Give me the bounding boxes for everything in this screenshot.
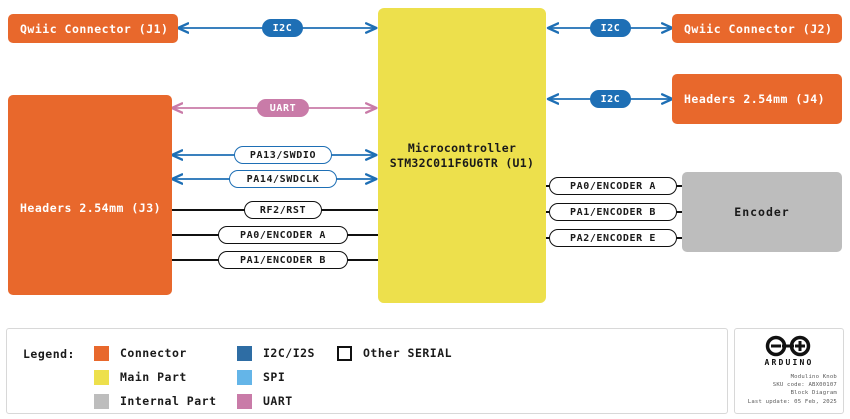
legend-label: Connector bbox=[120, 346, 187, 360]
block-label: Headers 2.54mm (J4) bbox=[684, 92, 826, 106]
block-label: Headers 2.54mm (J3) bbox=[20, 201, 162, 215]
legend-item[interactable]: Connector bbox=[94, 341, 217, 365]
meta-product: Modulino Knob bbox=[790, 374, 837, 380]
block-label-line1: Microcontroller bbox=[407, 140, 517, 155]
legend-label: SPI bbox=[263, 370, 286, 384]
block-encoder[interactable]: Encoder bbox=[682, 172, 842, 252]
block-label: Encoder bbox=[734, 205, 790, 219]
legend-swatch-main-part bbox=[94, 369, 109, 385]
legend-title: Legend: bbox=[23, 347, 75, 361]
arduino-logo: ARDUINO bbox=[735, 335, 843, 367]
signal-pill-pa1-encoder-b-right[interactable]: PA1/ENCODER B bbox=[549, 203, 677, 221]
legend-swatch-internal-part bbox=[94, 393, 109, 409]
brand-panel: ARDUINO Modulino Knob SKU code: ABX00107… bbox=[734, 328, 844, 414]
signal-label: PA13/SWDIO bbox=[249, 149, 317, 161]
signal-pill-i2c-u1-j4[interactable]: I2C bbox=[590, 90, 631, 108]
legend-item[interactable]: Main Part bbox=[94, 365, 217, 389]
block-qwiic-connector-j2[interactable]: Qwiic Connector (J2) bbox=[672, 14, 842, 43]
signal-pill-pa0-encoder-a-left[interactable]: PA0/ENCODER A bbox=[218, 226, 348, 244]
legend-item[interactable]: Internal Part bbox=[94, 389, 217, 413]
meta-doc-type: Block Diagram bbox=[790, 390, 837, 397]
block-microcontroller-u1[interactable]: Microcontroller STM32C011F6U6TR (U1) bbox=[378, 8, 546, 303]
signal-label: PA0/ENCODER A bbox=[239, 229, 327, 241]
legend-label: Other SERIAL bbox=[363, 346, 453, 360]
signal-pill-pa14-swdclk[interactable]: PA14/SWDCLK bbox=[229, 170, 337, 188]
legend-column-buses: I2C/I2S SPI UART bbox=[237, 341, 315, 413]
signal-pill-i2c-u1-j2[interactable]: I2C bbox=[590, 19, 631, 37]
signal-label: I2C bbox=[272, 22, 293, 34]
signal-label: I2C bbox=[600, 93, 621, 105]
legend-column-parts: Connector Main Part Internal Part bbox=[94, 341, 217, 413]
legend-item[interactable]: I2C/I2S bbox=[237, 341, 315, 365]
signal-label: PA0/ENCODER A bbox=[569, 180, 657, 192]
signal-pill-pa2-encoder-e-right[interactable]: PA2/ENCODER E bbox=[549, 229, 677, 247]
legend-label: UART bbox=[263, 394, 293, 408]
signal-label: RF2/RST bbox=[259, 204, 307, 216]
meta-sku: SKU code: ABX00107 bbox=[772, 382, 837, 389]
legend-item[interactable]: Other SERIAL bbox=[337, 341, 452, 365]
legend-item[interactable]: SPI bbox=[237, 365, 315, 389]
signal-pill-pa13-swdio[interactable]: PA13/SWDIO bbox=[234, 146, 332, 164]
brand-metadata: Modulino Knob SKU code: ABX00107 Block D… bbox=[748, 373, 837, 406]
legend-swatch-uart bbox=[237, 393, 252, 409]
signal-label: I2C bbox=[600, 22, 621, 34]
meta-last-update: Last update: 05 Feb, 2025 bbox=[747, 398, 837, 405]
signal-pill-uart-j3-u1[interactable]: UART bbox=[257, 99, 309, 117]
signal-label: UART bbox=[269, 102, 297, 114]
legend-swatch-i2c-i2s bbox=[237, 345, 252, 361]
block-label-line2: STM32C011F6U6TR (U1) bbox=[389, 155, 535, 170]
block-headers-j3[interactable]: Headers 2.54mm (J3) bbox=[8, 95, 172, 295]
legend-label: Main Part bbox=[120, 370, 187, 384]
signal-label: PA14/SWDCLK bbox=[246, 173, 320, 185]
brand-name: ARDUINO bbox=[764, 358, 814, 367]
block-label: Qwiic Connector (J1) bbox=[20, 21, 169, 36]
signal-label: PA1/ENCODER B bbox=[569, 206, 657, 218]
legend-label: I2C/I2S bbox=[263, 346, 315, 360]
signal-label: PA1/ENCODER B bbox=[239, 254, 327, 266]
legend-item[interactable]: UART bbox=[237, 389, 315, 413]
block-label: Qwiic Connector (J2) bbox=[684, 21, 833, 36]
legend-swatch-other-serial bbox=[337, 345, 352, 361]
block-qwiic-connector-j1[interactable]: Qwiic Connector (J1) bbox=[8, 14, 178, 43]
infinity-icon bbox=[765, 335, 811, 357]
signal-pill-i2c-j1-u1[interactable]: I2C bbox=[262, 19, 303, 37]
signal-pill-rf2-rst[interactable]: RF2/RST bbox=[244, 201, 322, 219]
legend-column-other: Other SERIAL bbox=[337, 341, 452, 365]
legend-swatch-spi bbox=[237, 369, 252, 385]
legend-label: Internal Part bbox=[120, 394, 217, 408]
block-headers-j4[interactable]: Headers 2.54mm (J4) bbox=[672, 74, 842, 124]
signal-label: PA2/ENCODER E bbox=[569, 232, 657, 244]
legend: Legend: Connector Main Part Internal Par… bbox=[6, 328, 728, 414]
signal-pill-pa0-encoder-a-right[interactable]: PA0/ENCODER A bbox=[549, 177, 677, 195]
legend-swatch-connector bbox=[94, 345, 109, 361]
signal-pill-pa1-encoder-b-left[interactable]: PA1/ENCODER B bbox=[218, 251, 348, 269]
